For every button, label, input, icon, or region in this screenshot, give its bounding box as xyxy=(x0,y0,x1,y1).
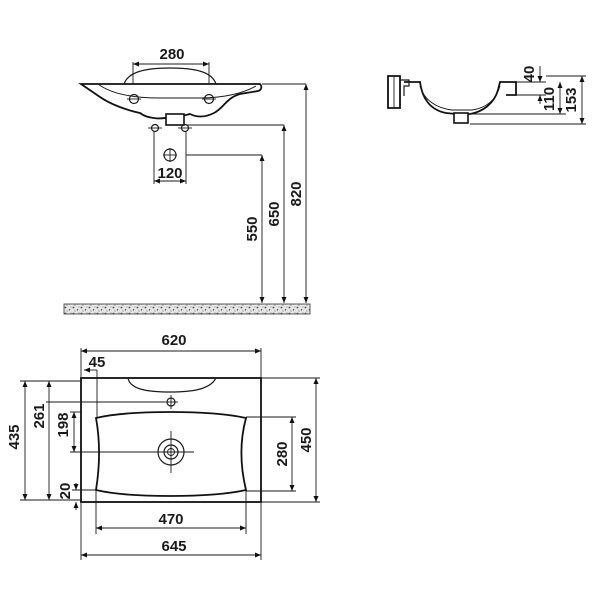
left-tap-hole xyxy=(127,93,141,105)
dim-width-620: 620 xyxy=(161,332,186,349)
dim-450: 450 xyxy=(298,427,315,452)
basin-inner-rim xyxy=(97,83,257,99)
dim-bowl-470: 470 xyxy=(158,511,183,528)
drain-pipe xyxy=(165,113,185,126)
top-plan-view: 620 45 261 198 435 20 xyxy=(6,332,320,560)
dim-side-110: 110 xyxy=(541,87,558,111)
dim-bowl-280: 280 xyxy=(274,441,291,466)
dim-height-650: 650 xyxy=(266,201,283,226)
tap-ledge xyxy=(127,377,217,393)
dim-435: 435 xyxy=(6,424,23,449)
basin-top-outline xyxy=(80,377,262,503)
dim-198: 198 xyxy=(55,412,72,437)
side-section-view: 40 110 153 xyxy=(387,66,586,125)
dim-20: 20 xyxy=(57,483,74,500)
front-elevation-view: 280 120 550 650 820 xyxy=(63,46,311,315)
dim-drain-offset: 120 xyxy=(157,165,182,182)
side-drain xyxy=(453,112,469,124)
dim-side-153: 153 xyxy=(563,87,580,112)
basin-front-outline xyxy=(78,83,263,120)
dim-tap-spacing: 280 xyxy=(159,46,184,63)
dim-width-645: 645 xyxy=(161,538,186,555)
basin-top-arc xyxy=(123,67,217,85)
dim-261: 261 xyxy=(31,403,48,428)
dim-45: 45 xyxy=(89,354,106,371)
dim-side-40: 40 xyxy=(521,66,538,83)
wall-bracket xyxy=(387,75,401,109)
dim-height-820: 820 xyxy=(288,181,305,206)
right-tap-hole xyxy=(202,93,216,105)
floor-hatch xyxy=(63,303,311,315)
dim-height-550: 550 xyxy=(244,216,261,241)
waste-fittings xyxy=(148,123,192,133)
basin-side-section xyxy=(404,81,517,115)
